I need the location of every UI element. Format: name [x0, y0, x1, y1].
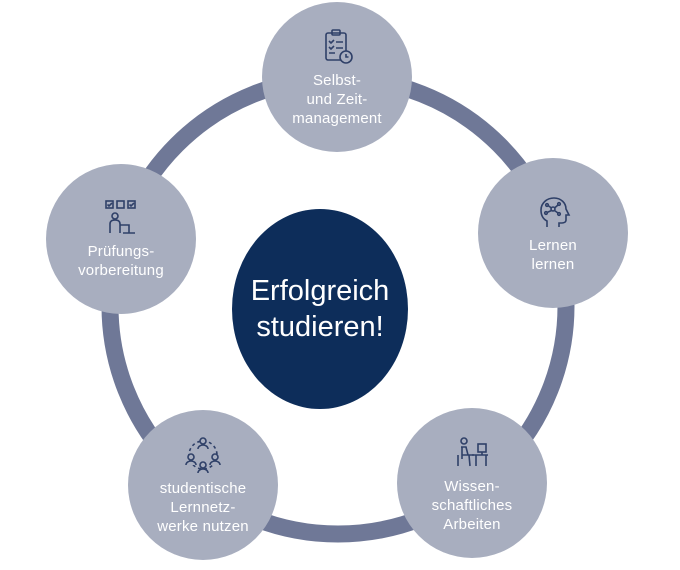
clipboard-clock-icon	[325, 28, 353, 64]
node-label: studentische Lernnetz- werke nutzen	[157, 479, 249, 535]
node-label: Selbst- und Zeit- management	[292, 71, 382, 127]
center-title: Erfolgreich studieren!	[250, 275, 390, 343]
node-label: Prüfungs- vorbereitung	[78, 243, 164, 279]
person-checklist-icon	[105, 200, 136, 234]
head-network-icon	[540, 197, 571, 227]
node-label: Lernen lernen	[529, 237, 577, 273]
person-at-desk-icon	[457, 436, 488, 466]
node-lernen-lernen: Lernen lernen	[478, 158, 628, 308]
center-circle: Erfolgreich studieren!	[232, 209, 408, 409]
node-wissenschaftliches-arbeiten: Wissen- schaftliches Arbeiten	[397, 408, 547, 558]
people-network-icon	[185, 436, 221, 473]
node-label: Wissen- schaftliches Arbeiten	[431, 477, 513, 533]
node-pruefungsvorbereitung: Prüfungs- vorbereitung	[46, 164, 196, 314]
node-studentische-lernnetzwerke: studentische Lernnetz- werke nutzen	[128, 410, 278, 560]
node-selbst-und-zeitmanagement: Selbst- und Zeit- management	[262, 2, 412, 152]
